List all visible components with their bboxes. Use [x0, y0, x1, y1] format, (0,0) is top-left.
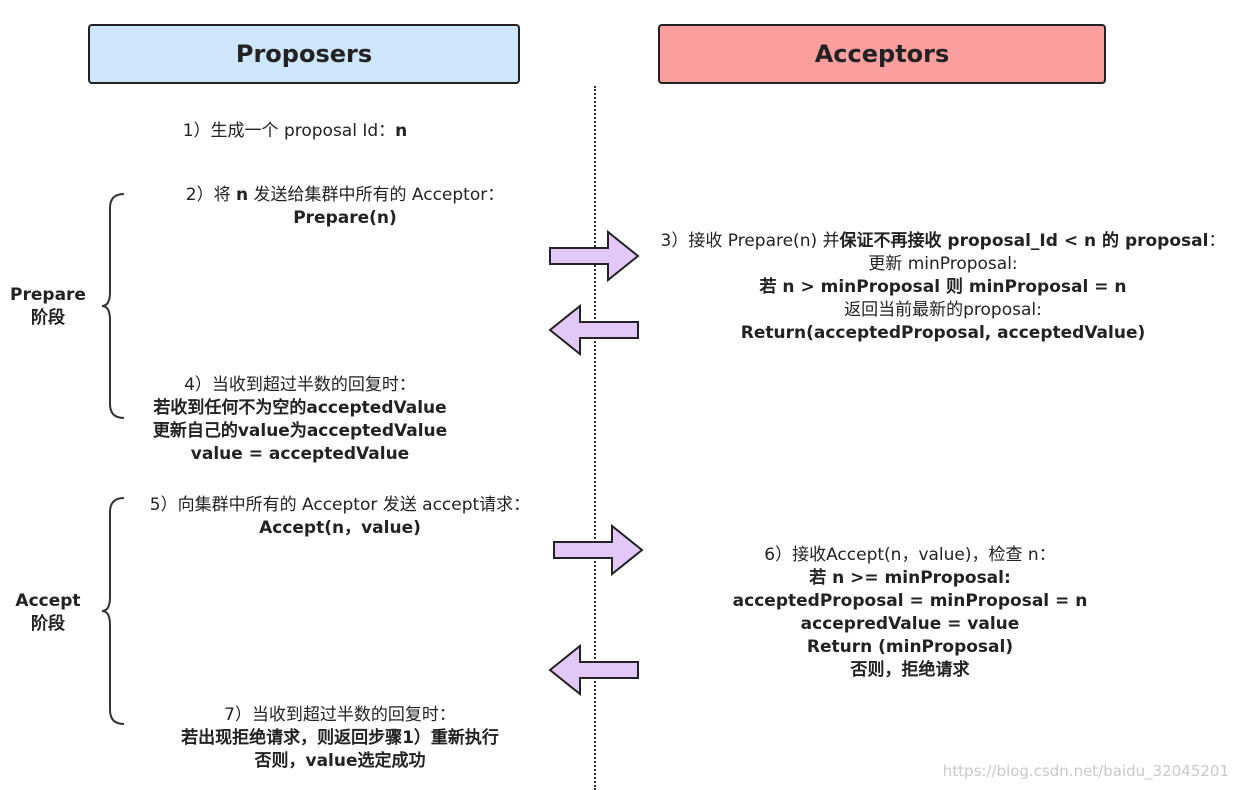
role-divider [594, 86, 596, 790]
step-4-majority-prepare: 4）当收到超过半数的回复时： 若收到任何不为空的acceptedValue 更新… [152, 375, 448, 464]
prepare-request-arrow-right [549, 229, 640, 283]
step-3-receive-prepare: 3）接收 Prepare(n) 并保证不再接收 proposal_Id < n … [660, 231, 1226, 343]
step-2-send-prepare: 2）将 n 发送给集群中所有的 Acceptor： Prepare(n) [185, 185, 505, 228]
accept-request-arrow-right [553, 523, 644, 577]
step-5-send-accept: 5）向集群中所有的 Acceptor 发送 accept请求： Accept(n… [149, 495, 531, 538]
prepare-phase-brace [101, 193, 125, 419]
prepare-phase-label: Prepare 阶段 [10, 285, 86, 328]
step-6-receive-accept: 6）接收Accept(n，value)，检查 n： 若 n >= minProp… [732, 545, 1088, 680]
accepted-response-arrow-left [548, 643, 639, 697]
acceptors-header: Acceptors [658, 24, 1106, 84]
promise-response-arrow-left [548, 303, 639, 357]
accept-phase-brace [101, 497, 125, 725]
accept-phase-label: Accept 阶段 [15, 591, 81, 634]
step-7-majority-accept: 7）当收到超过半数的回复时： 若出现拒绝请求，则返回步骤1）重新执行 否则，va… [181, 705, 499, 771]
step-1-generate-id: 1）生成一个 proposal Id：n [182, 121, 408, 141]
proposers-header: Proposers [88, 24, 520, 84]
watermark: https://blog.csdn.net/baidu_32045201 [942, 762, 1229, 780]
